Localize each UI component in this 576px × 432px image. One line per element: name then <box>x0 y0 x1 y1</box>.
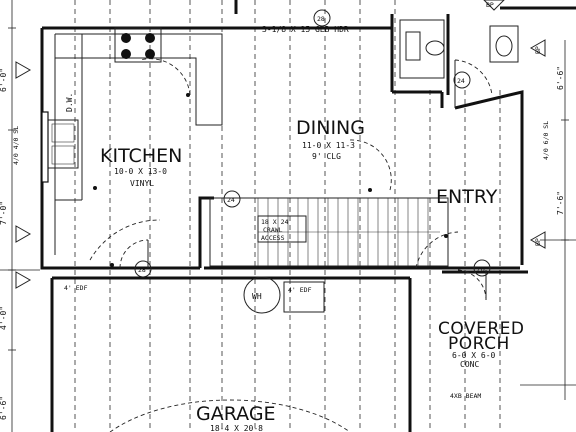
edf-box <box>283 281 325 313</box>
dim-left-top: 6'-0" <box>0 68 8 92</box>
door-tag-top <box>313 9 331 27</box>
door-tag-28-entry-label: 28 <box>477 265 485 273</box>
left-dimension-strip <box>0 0 40 432</box>
entry-name: ENTRY <box>436 186 498 208</box>
crawl-access <box>257 215 307 243</box>
door-tag-28-kitchen-label: 28 <box>138 266 146 274</box>
bp-label-right-low: BP <box>534 238 542 246</box>
beam-label: 4XB BEAM <box>450 392 481 400</box>
section-markers <box>15 0 546 289</box>
dim-right-mid: 7'-6" <box>556 191 565 215</box>
kitchen-counters <box>54 33 223 255</box>
porch-size: 6-0 X 6-0 <box>452 351 496 360</box>
edf-label-left: 4' EDF <box>64 284 88 292</box>
garage-name: GARAGE <box>196 403 276 425</box>
sill-label-right: 4/0 6/0 SL <box>542 121 550 160</box>
garage-door-arc <box>109 399 351 432</box>
dishwasher-label: D.W. <box>65 93 74 112</box>
porch-name-1: COVERED <box>438 319 524 339</box>
dining-size: 11-0 X 11-3 <box>302 141 355 150</box>
dim-left-mid: 7'-0" <box>0 201 8 225</box>
walls <box>40 0 576 432</box>
crawl-size: 18 X 24 <box>261 218 288 226</box>
outlets <box>93 93 448 267</box>
dining-ceiling: 9' CLG <box>312 152 341 161</box>
door-tag-24-dining <box>223 190 241 208</box>
crawl-label: CRAWL <box>263 226 283 234</box>
kitchen-sink <box>41 111 79 183</box>
porch-finish: CONC <box>460 360 479 369</box>
dim-right-top: 6'-6" <box>556 66 565 90</box>
water-heater-label: WH <box>252 292 262 301</box>
door-tag-24-bath <box>453 71 471 89</box>
edf-label: 4' EDF <box>288 286 312 294</box>
dim-left-low: 4'-0" <box>0 306 8 330</box>
porch-name-2: PORCH <box>448 334 510 354</box>
bp-label-right: BP <box>534 46 542 54</box>
water-heater <box>243 276 281 314</box>
bp-label-top: BP <box>486 1 494 9</box>
dining-name: DINING <box>296 117 365 139</box>
sill-label-left: 4/0 4/0 SL <box>12 126 20 165</box>
crawl-access-label: ACCESS <box>261 234 285 242</box>
kitchen-size: 10-0 X 13-0 <box>114 167 167 176</box>
header-label: 3-1/8 X 15 GLB HDR <box>262 25 349 34</box>
garage-size: 18-4 X 20-8 <box>210 424 263 432</box>
door-tag-24-dining-label: 24 <box>227 196 235 204</box>
door-tag-28-kitchen <box>134 260 152 278</box>
door-tag-24-bath-label: 24 <box>457 77 465 85</box>
bathroom <box>399 19 519 108</box>
kitchen-finish: VINYL <box>130 179 154 188</box>
door-tag-28-entry <box>473 259 491 277</box>
kitchen-name: KITCHEN <box>100 145 182 167</box>
stairs <box>209 197 449 267</box>
door-tag-top-label: 28 <box>317 15 325 23</box>
right-dimension-strip <box>520 40 576 400</box>
cooktop <box>114 27 162 63</box>
floor-joists <box>74 0 501 432</box>
dim-left-bottom: 6'-6" <box>0 396 8 420</box>
